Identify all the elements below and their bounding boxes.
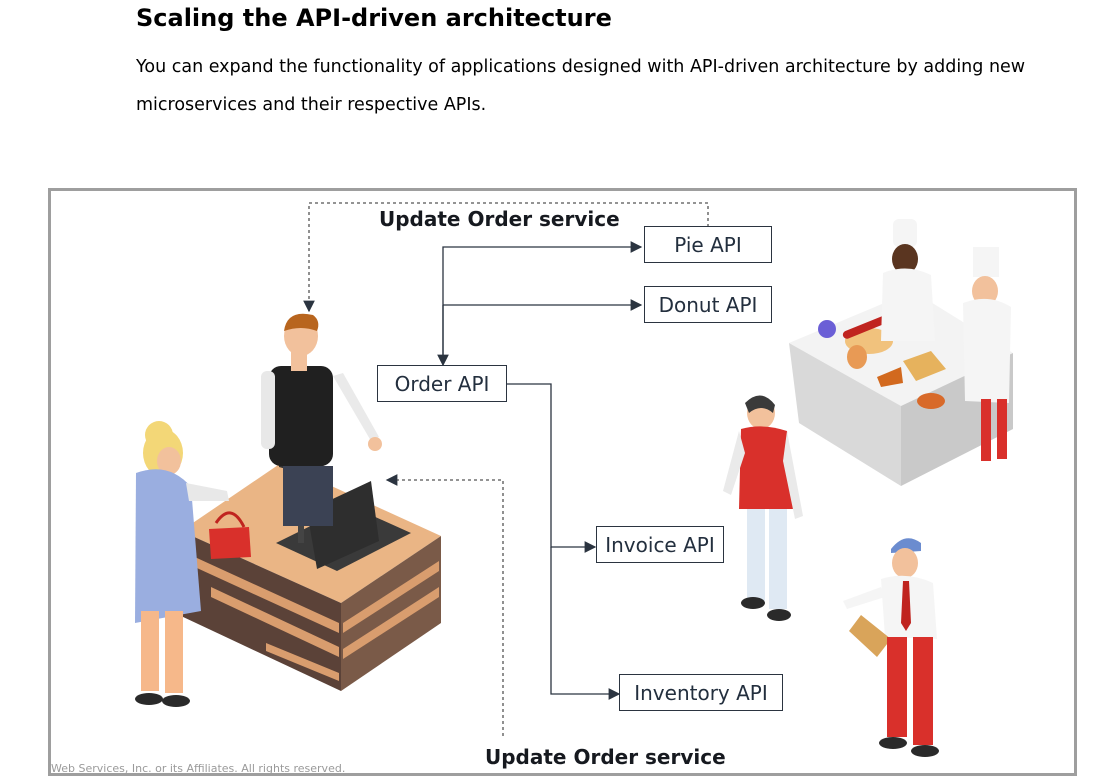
intro-paragraph: You can expand the functionality of appl… [136,57,1026,115]
solid-connectors [437,241,643,700]
page-title: Scaling the API-driven architecture [136,4,612,32]
chef-person-right [963,247,1011,461]
invoice-api-box: Invoice API [596,526,724,563]
bottom-dotted-path [385,474,504,736]
pie-api-box: Pie API [644,226,772,263]
diagram-illustration [135,202,1013,757]
top-dotted-path [303,202,709,313]
architecture-diagram: Update Order service Update Order servic… [48,188,1077,776]
cashier-person [261,313,382,526]
order-to-pie-connector [442,241,643,359]
copyright-text: Web Services, Inc. or its Affiliates. Al… [51,762,346,775]
waiter-person [723,395,803,621]
donut-api-box: Donut API [644,286,772,323]
top-flow-label: Update Order service [379,207,620,231]
order-to-invoice-connector [507,383,597,553]
order-api-box: Order API [377,365,507,402]
dotted-connectors [303,202,709,736]
chef-person-left [881,219,935,341]
order-to-inventory-connector [550,547,621,700]
cashier-counter-illustration [181,453,441,691]
delivery-worker-person [843,538,939,757]
customer-person [135,421,229,707]
bottom-flow-label: Update Order service [485,745,726,769]
inventory-api-box: Inventory API [619,674,783,711]
